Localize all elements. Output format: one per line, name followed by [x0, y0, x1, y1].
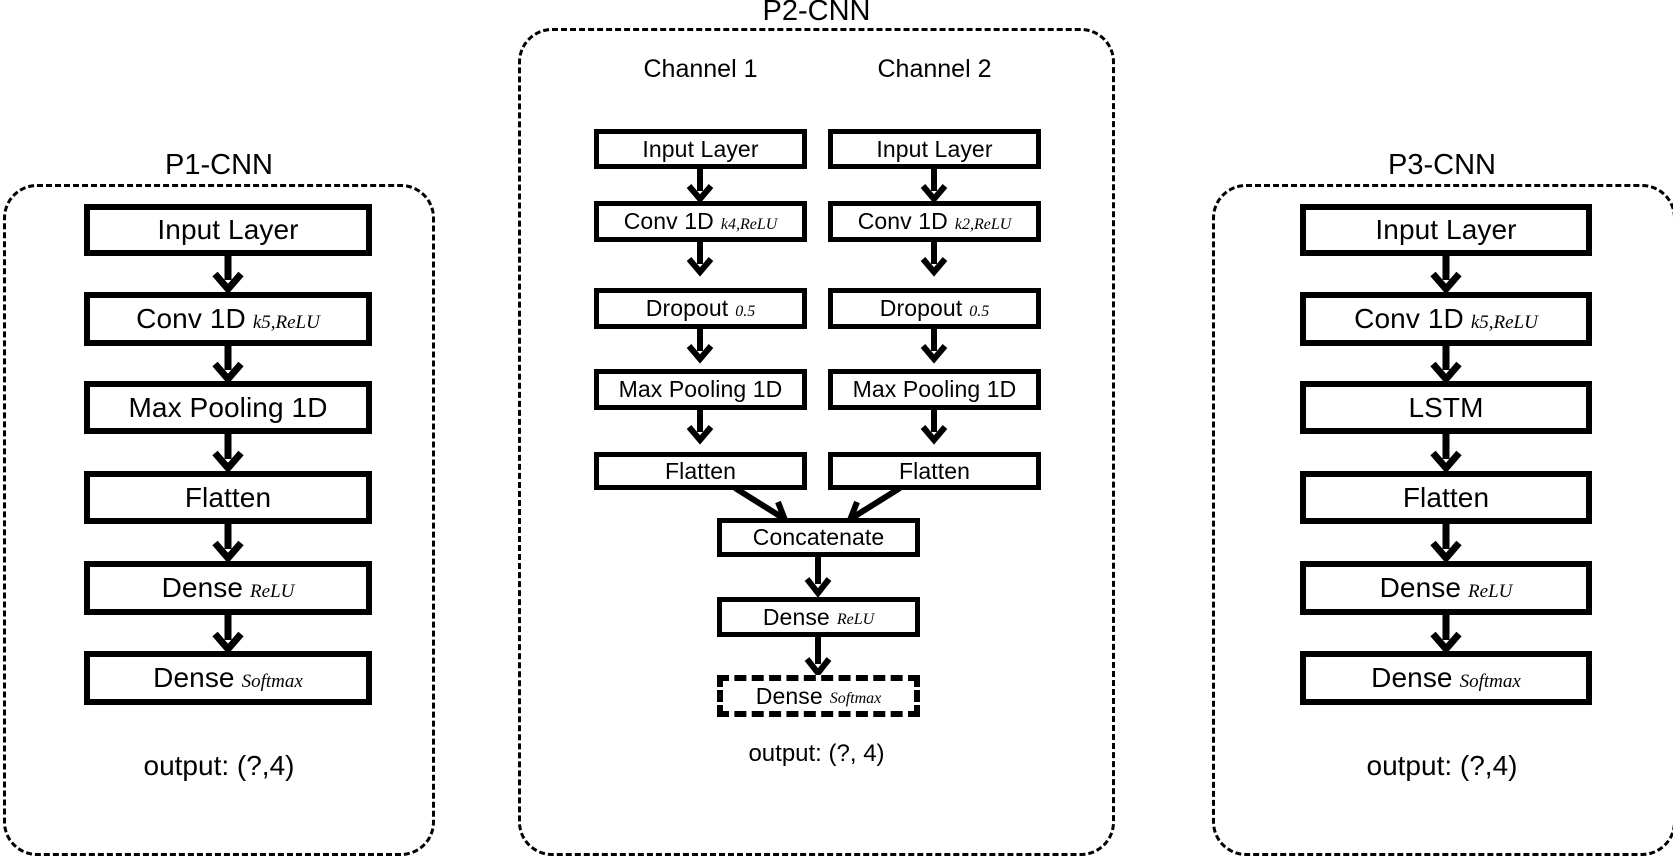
- p3-layer-conv-1d: Conv 1D k5,ReLU: [1300, 292, 1592, 346]
- p3-layer-label: Dense: [1371, 662, 1453, 693]
- p1-layer-label: Flatten: [184, 481, 272, 513]
- p1-layer-flatten: Flatten: [84, 471, 372, 524]
- p1-layer-input-layer: Input Layer: [84, 204, 372, 256]
- p2-layer-label: Dense: [762, 603, 830, 630]
- p3-layer-sublabel: k5,ReLU: [1470, 312, 1538, 333]
- p1-layer-label: Dense: [161, 572, 244, 603]
- p1-layer-sublabel: ReLU: [250, 581, 295, 602]
- p2-ch2-layer-flatten: Flatten: [828, 452, 1041, 490]
- p2-layer-label: Input Layer: [876, 135, 993, 162]
- p1-layer-sublabel: Softmax: [241, 671, 303, 692]
- p1-panel: [3, 184, 435, 856]
- p1-layer-dense-softmax: Dense Softmax: [84, 651, 372, 705]
- p2-layer-label: Conv 1D: [623, 208, 714, 234]
- p2-layer-label: Conv 1D: [857, 208, 948, 234]
- p2-output-caption: output: (?, 4): [748, 740, 885, 767]
- p2-layer-sublabel: Softmax: [829, 690, 882, 707]
- p3-layer-label: LSTM: [1408, 391, 1484, 423]
- p2-layer-sublabel: 0.5: [969, 302, 990, 320]
- p3-output-caption: output: (?,4): [1366, 750, 1518, 781]
- p2-layer-sublabel: k2,ReLU: [954, 215, 1012, 233]
- p2-ch1-layer-flatten: Flatten: [594, 452, 807, 490]
- p2-layer-sublabel: k4,ReLU: [720, 215, 778, 233]
- p2-ch2-layer-conv-1d: Conv 1D k2,ReLU: [828, 201, 1041, 242]
- p2-layer-label: Dense: [755, 682, 823, 709]
- p1-layer-label: Dense: [153, 662, 235, 693]
- p3-layer-sublabel: ReLU: [1468, 581, 1513, 602]
- p2-ch2-layer-input-layer: Input Layer: [828, 129, 1041, 169]
- p3-layer-label: Input Layer: [1375, 214, 1517, 245]
- p1-layer-label: Max Pooling 1D: [128, 391, 328, 423]
- p1-layer-max-pooling-1d: Max Pooling 1D: [84, 381, 372, 434]
- p1-panel-title: P1-CNN: [165, 149, 273, 181]
- p2-layer-sublabel: 0.5: [735, 302, 756, 320]
- p1-layer-conv-1d: Conv 1D k5,ReLU: [84, 292, 372, 346]
- p2-layer-dense-softmax: Dense Softmax: [717, 675, 920, 717]
- p1-layer-label: Input Layer: [157, 214, 299, 245]
- p3-layer-sublabel: Softmax: [1459, 671, 1521, 692]
- p2-layer-label: Input Layer: [642, 135, 759, 162]
- p3-layer-input-layer: Input Layer: [1300, 204, 1592, 256]
- p1-layer-sublabel: k5,ReLU: [252, 312, 320, 333]
- p2-layer-label: Max Pooling 1D: [618, 376, 783, 402]
- p2-ch2-layer-dropout: Dropout 0.5: [828, 288, 1041, 329]
- p2-panel-title: P2-CNN: [762, 0, 871, 27]
- p1-layer-dense-relu: Dense ReLU: [84, 561, 372, 615]
- p2-ch2-layer-max-pooling-1d: Max Pooling 1D: [828, 369, 1041, 410]
- p2-ch1-layer-input-layer: Input Layer: [594, 129, 807, 169]
- p3-layer-label: Dense: [1379, 572, 1462, 603]
- p2-channel-2-title: Channel 2: [877, 55, 992, 83]
- p2-layer-label: Dropout: [645, 295, 729, 321]
- p2-panel: [518, 28, 1115, 856]
- p2-layer-sublabel: ReLU: [836, 611, 875, 628]
- p3-layer-label: Conv 1D: [1354, 303, 1464, 334]
- p3-layer-flatten: Flatten: [1300, 471, 1592, 524]
- p3-layer-dense-relu: Dense ReLU: [1300, 561, 1592, 615]
- p1-output-caption: output: (?,4): [143, 750, 295, 781]
- p2-layer-label: Flatten: [898, 457, 970, 484]
- p3-panel: [1212, 184, 1673, 856]
- p2-ch1-layer-conv-1d: Conv 1D k4,ReLU: [594, 201, 807, 242]
- p1-layer-label: Conv 1D: [136, 303, 246, 334]
- p3-layer-lstm: LSTM: [1300, 381, 1592, 434]
- p2-layer-label: Flatten: [664, 457, 736, 484]
- p3-layer-dense-softmax: Dense Softmax: [1300, 651, 1592, 705]
- p2-layer-dense-relu: Dense ReLU: [717, 597, 920, 637]
- p2-channel-1-title: Channel 1: [643, 55, 758, 83]
- p2-layer-label: Concatenate: [752, 524, 885, 550]
- p2-layer-concatenate: Concatenate: [717, 518, 920, 557]
- p2-layer-label: Dropout: [879, 295, 963, 321]
- p3-panel-title: P3-CNN: [1388, 149, 1496, 181]
- p3-layer-label: Flatten: [1402, 481, 1490, 513]
- p2-ch1-layer-max-pooling-1d: Max Pooling 1D: [594, 369, 807, 410]
- p2-layer-label: Max Pooling 1D: [852, 376, 1017, 402]
- p2-ch1-layer-dropout: Dropout 0.5: [594, 288, 807, 329]
